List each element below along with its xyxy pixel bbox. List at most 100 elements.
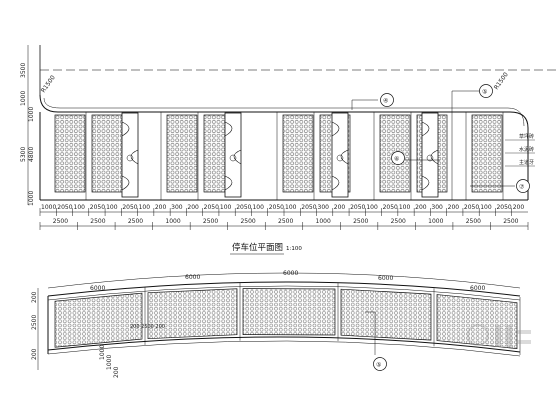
parking-cell [471,114,503,193]
dim-row1-label: 2050 [301,204,316,211]
dim-row1-label: 2050 [383,204,398,211]
parking-plan: R1500 R1500 3500 1000 1000 5300 4800 100… [20,45,560,255]
dim-row1-label: 200 [187,204,199,211]
material-annotations: 草坪砖 水泥砖 主道牙 [505,133,535,167]
arc-top-dim-3: 6000 [378,275,393,282]
tree-pits [121,112,439,198]
dim-row1-label: 200 [448,204,460,211]
curb-inner [43,97,525,127]
dim-row1-label: 200 [513,204,525,211]
arc-panel [340,288,432,341]
arc-inner-note: 200 2500 200 [130,324,165,330]
dim-row2-label: 2500 [90,218,105,225]
parking-cell [91,114,123,193]
plan-scale: 1:100 [286,246,302,252]
annotation-cement-brick: 水泥砖 [519,146,534,153]
dim-row1-label: 300 [431,204,443,211]
parking-cell [54,114,86,193]
dim-row1-label: 100 [366,204,378,211]
arc-inner [47,336,521,353]
annotation-main-curb: 主道牙 [519,159,534,166]
arc-top-dim-2: 6000 [283,270,298,277]
dim-row1-label: 300 [171,204,183,211]
tree-mark [426,154,434,162]
dim-row1-label: 100 [74,204,86,211]
arc-panel [436,294,518,350]
arc-callout-label: ⑤ [376,362,381,369]
dim-row2-label: 2500 [503,218,518,225]
dim-row1-label: 2050 [350,204,365,211]
left-dim-4: 4800 [28,147,35,162]
callout-4-label: ④ [383,98,388,105]
dim-row1-label: 100 [220,204,232,211]
dim-row2-label: 2500 [128,218,143,225]
arc-dim-line [47,272,521,289]
dim-row1-label: 100 [139,204,151,211]
arc-top-dim-0: 6000 [90,285,105,292]
callout-4: ④ [351,93,394,110]
callout-5: ⑤ [451,84,493,200]
radius-right-label: R1500 [493,71,510,91]
parking-cell [166,114,198,193]
dim-row2-label: 1000 [165,218,180,225]
dim-row1-label: 100 [480,204,492,211]
left-dim-1: 1000 [20,91,27,106]
left-dim-3: 5300 [20,147,27,162]
dim-row2-label: 1000 [428,218,443,225]
dim-row2-label: 2500 [240,218,255,225]
planter-curve [224,121,242,191]
left-dim-5: 1000 [28,191,35,206]
planter-curve [331,121,349,191]
arc-left-dim-0: 200 [31,291,38,303]
left-dimension-chain: 3500 1000 1000 5300 4800 1000 [20,45,35,206]
left-dim-0: 3500 [20,63,27,78]
watermark-logo [467,324,531,347]
tree-mark [336,154,344,162]
dim-row1-label: 200 [155,204,167,211]
dim-row1-label: 2050 [57,204,72,211]
arc-left-dim-2: 200 [31,348,38,360]
dim-row2-label: 2500 [353,218,368,225]
arc-top-dim-4: 6000 [470,285,485,292]
dim-row2-label: 2500 [466,218,481,225]
dim-row2-label: 2500 [203,218,218,225]
callout-7: ⑦ [470,179,530,193]
dim-row1-label: 100 [106,204,118,211]
dim-row1-label: 2050 [236,204,251,211]
dim-row1-label: 2050 [204,204,219,211]
arc-bottom-left-dim-1: 1000 [106,355,113,370]
dim-row1-label: 1000 [41,204,56,211]
dim-row2-label: 2500 [278,218,293,225]
dim-row1-label: 2050 [269,204,284,211]
callout-6: ⑥ [391,151,440,165]
dim-row2-label: 2500 [391,218,406,225]
arc-panels [54,282,521,355]
arc-outer-2 [47,285,521,301]
arc-left-dim-1: 2500 [31,315,38,330]
annotation-grass-paver: 草坪砖 [519,133,534,140]
parking-cell [282,114,314,193]
callout-6-label: ⑥ [394,156,399,163]
arc-bottom-left-dim-2: 200 [113,366,120,378]
arc-panel [242,288,336,336]
arc-panel [54,292,143,348]
dim-row2-label: 1000 [316,218,331,225]
dim-row1-label: 2050 [90,204,105,211]
plan-title: 停车位平面图 [232,242,283,253]
planter-curve [421,121,439,191]
dim-row2-label: 2500 [53,218,68,225]
curb-outline [39,94,529,200]
arc-panel [147,288,238,340]
dim-row1-label: 300 [318,204,330,211]
callout-7-label: ⑦ [519,184,525,191]
dim-row1-label: 100 [285,204,297,211]
dim-row1-label: 200 [334,204,346,211]
planter-curve [121,121,139,191]
dim-row1-label: 2050 [122,204,137,211]
tree-mark [229,154,237,162]
tree-mark [126,154,134,162]
bottom-dims-row2: 2500 2500 2500 1000 2500 2500 2500 1000 2500 2500… [39,218,529,230]
arc-top-dim-1: 6000 [185,274,200,281]
